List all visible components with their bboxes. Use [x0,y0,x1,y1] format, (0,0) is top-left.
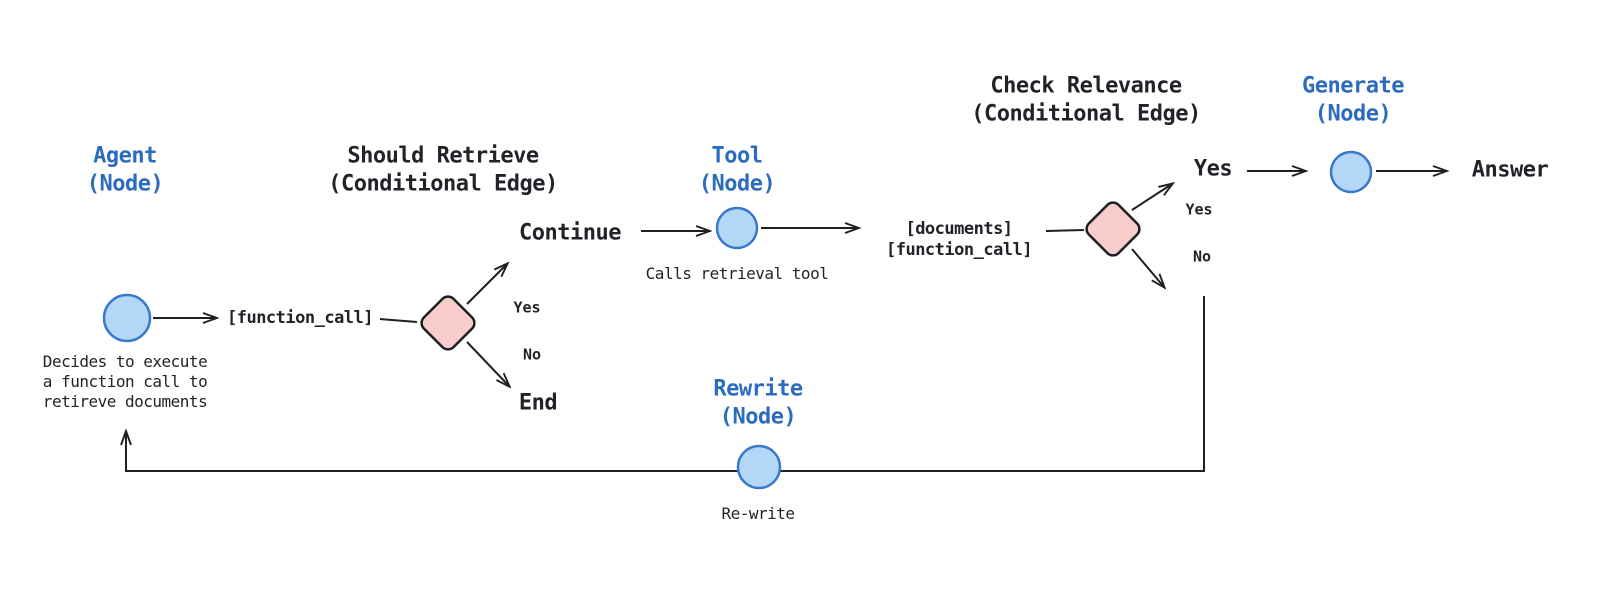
edge-function-call-to-should-retrieve [379,318,418,323]
rewrite-node-circle [736,444,782,490]
yes-label-2: Yes [1185,200,1213,219]
edge-check-relevance-no [1131,248,1164,287]
edge-documents-to-check-relevance [1045,229,1085,232]
agent-node-title: Agent [93,143,157,169]
agent-node-caption: Decides to execute a function call to re… [42,352,208,412]
generate-node-title: Generate [1302,73,1404,99]
edge-rewrite-loop-to-agent [126,296,1205,472]
check-relevance-diamond [1085,201,1141,257]
function-call-label-1: [function_call] [226,307,374,328]
documents-label-line2: [function_call] [885,240,1033,260]
continue-label: Continue [519,220,621,246]
tool-node-circle [715,206,759,250]
tool-node-caption: Calls retrieval tool [645,264,829,283]
edge-check-relevance-yes [1131,184,1172,211]
rewrite-node-caption: Re-write [721,504,795,523]
agent-caption-line2: a function call to [42,372,208,391]
edge-should-retrieve-yes [466,264,507,305]
end-label: End [518,390,558,416]
should-retrieve-title: Should Retrieve [347,143,539,169]
agent-node-subtitle: (Node) [86,171,164,197]
yes-big-label: Yes [1193,156,1233,182]
agent-node-circle [102,293,152,343]
generate-node-subtitle: (Node) [1314,101,1392,127]
check-relevance-title: Check Relevance [990,73,1182,99]
answer-label: Answer [1471,157,1549,183]
agent-caption-line1: Decides to execute [42,352,208,371]
documents-label-line1: [documents] [905,219,1013,239]
yes-label-1: Yes [513,298,541,317]
check-relevance-subtitle: (Conditional Edge) [971,101,1201,127]
documents-label-block: [documents] [function_call] [885,219,1033,261]
rewrite-node-subtitle: (Node) [719,404,797,430]
rewrite-node-title: Rewrite [713,376,803,402]
generate-node-circle [1329,150,1373,194]
should-retrieve-diamond [420,295,476,351]
tool-node-subtitle: (Node) [698,171,776,197]
should-retrieve-subtitle: (Conditional Edge) [328,171,558,197]
no-label-2: No [1192,247,1212,266]
agent-caption-line3: retireve documents [42,392,208,411]
no-label-1: No [522,345,542,364]
edge-should-retrieve-no [466,341,509,386]
tool-node-title: Tool [711,143,763,169]
